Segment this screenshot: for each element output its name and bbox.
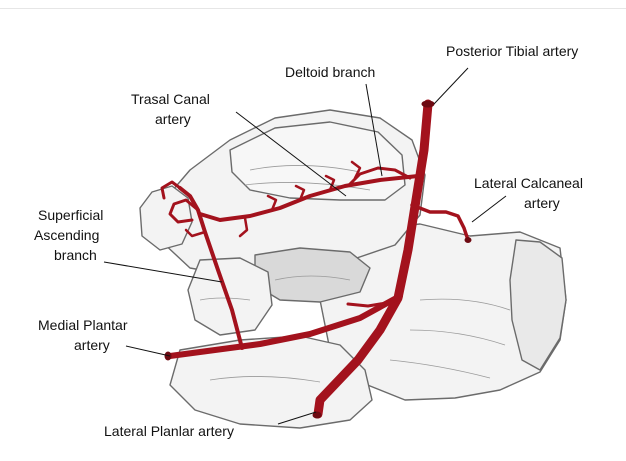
label-medial-plantar-line2: artery [74, 337, 110, 353]
label-lateral-plantar: Lateral Planlar artery [104, 423, 234, 439]
bones [140, 110, 566, 428]
label-lateral-calcaneal-line1: Lateral Calcaneal [474, 175, 583, 191]
label-superficial-line3: branch [54, 247, 97, 263]
label-trasal-canal-line1: Trasal Canal [131, 91, 210, 107]
label-medial-plantar-line1: Medial Plantar [38, 317, 128, 333]
leader-lateral-calcaneal [472, 196, 506, 222]
label-trasal-canal-line2: artery [155, 111, 191, 127]
leader-medial-plantar [126, 346, 170, 356]
label-deltoid-branch: Deltoid branch [285, 64, 375, 80]
label-lateral-calcaneal-line2: artery [524, 195, 560, 211]
tarsal-canal-shadow [255, 248, 370, 302]
talar-head [140, 186, 192, 250]
label-superficial-line1: Superficial [38, 207, 103, 223]
leader-posterior-tibial [434, 68, 468, 104]
lateral-calcaneal-cut-end [465, 238, 471, 243]
label-posterior-tibial: Posterior Tibial artery [446, 43, 578, 59]
label-superficial-line2: Ascending [34, 227, 99, 243]
navicular-bone [188, 258, 272, 335]
posterior-tibial-artery-cut-end [422, 101, 434, 107]
